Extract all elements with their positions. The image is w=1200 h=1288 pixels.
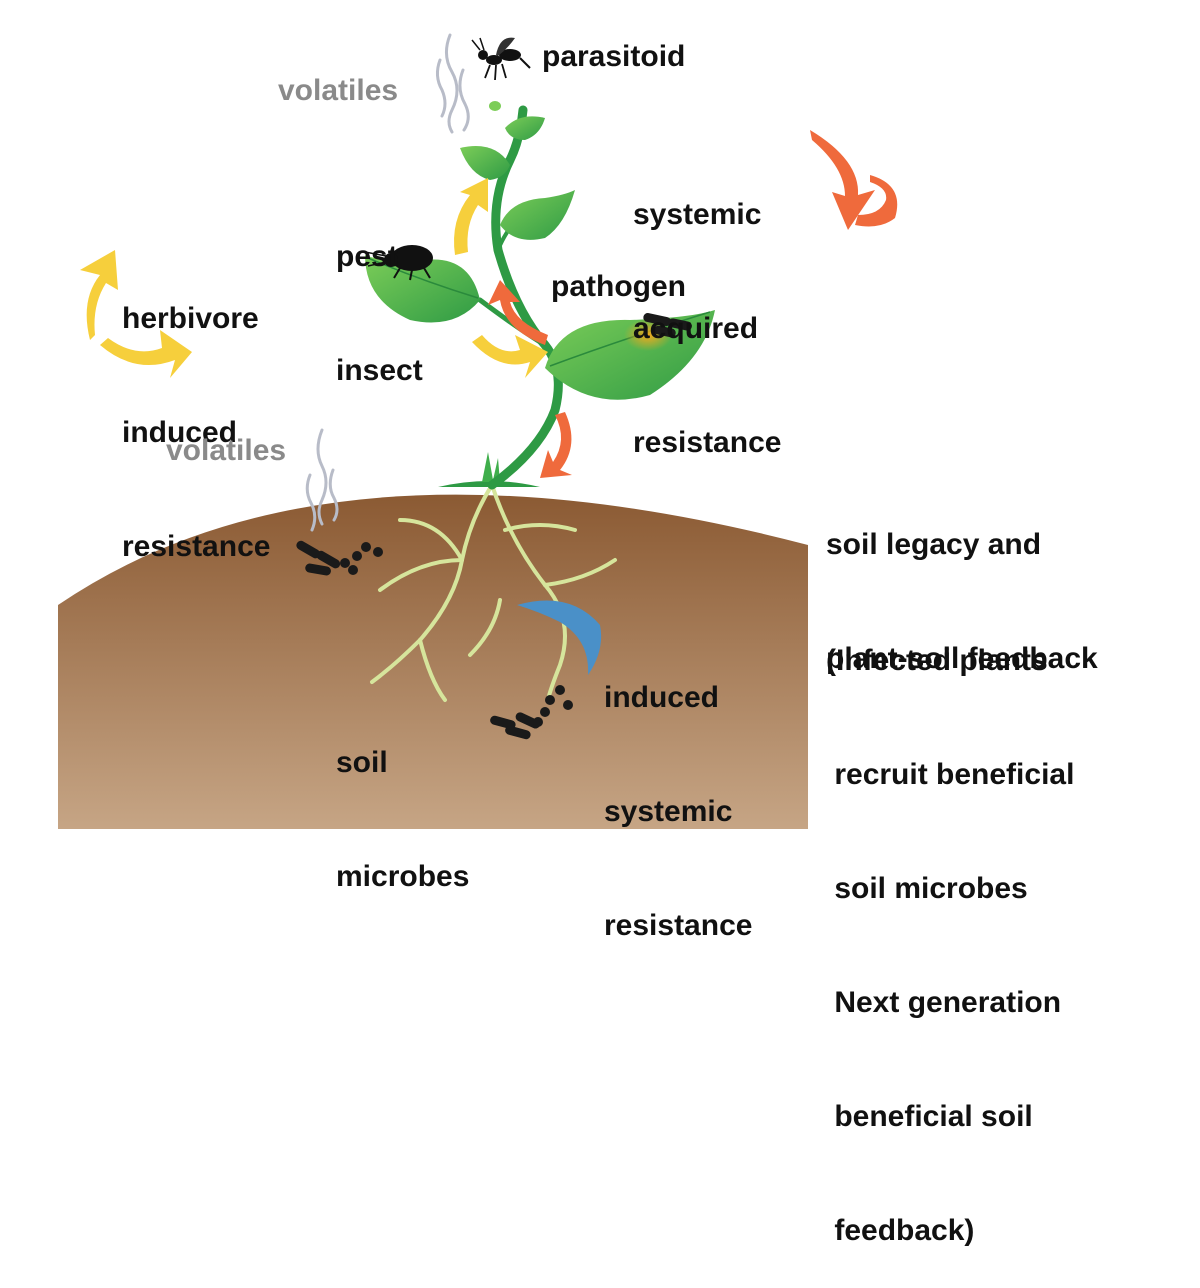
volatiles-wisps-top [435, 33, 470, 134]
label-sar-line-1: systemic [633, 198, 762, 231]
beetle-icon [364, 245, 433, 281]
label-infected-line-1: (Infected plants [826, 644, 1048, 677]
label-volatiles-soil: volatiles [166, 434, 287, 467]
herbivore-arrow-stem-up [454, 178, 488, 255]
label-pathogen: pathogen [551, 270, 686, 303]
label-soil-legacy: soil legacy and plant-soil feedback [826, 450, 1098, 716]
label-pest-insect: pest insect [336, 162, 423, 428]
label-systemic-acquired-resistance: systemic acquired resistance [633, 120, 781, 500]
wasp-icon [471, 37, 531, 81]
label-soil-microbes-line-2: microbes [336, 860, 470, 893]
herbivore-arrow-left-down [100, 330, 192, 378]
label-sar-line-3: resistance [633, 426, 782, 459]
label-infected-line-5: beneficial soil [826, 1100, 1033, 1133]
herbivore-arrow-left-up [80, 250, 118, 340]
label-infected-plants-note: (Infected plants recruit beneficial soil… [826, 566, 1074, 1288]
label-infected-line-3: soil microbes [826, 872, 1028, 905]
label-soil-microbes-line-1: soil [336, 746, 388, 779]
label-herbivore-line-3: resistance [122, 530, 271, 563]
induced-systemic-arrow [517, 600, 602, 675]
label-isr-line-1: induced [604, 681, 720, 714]
pathogen-bacteria [643, 313, 692, 338]
grass-blades [482, 452, 500, 482]
label-soil-microbes: soil microbes [336, 668, 469, 934]
label-soil-legacy-line-1: soil legacy and [826, 528, 1042, 561]
herbivore-arrow-stem-down [472, 335, 548, 378]
soil-microbes-cluster-left [296, 540, 383, 576]
label-volatiles-top: volatiles [278, 74, 399, 107]
label-isr-line-3: resistance [604, 909, 753, 942]
label-herbivore-induced-resistance: herbivore induced resistance [122, 224, 270, 604]
sar-arrow-stem-lower [540, 412, 572, 478]
volatiles-wisps-soil [305, 428, 339, 532]
sar-arrow-stem-upper [488, 280, 548, 345]
label-induced-systemic-resistance: induced systemic resistance [604, 603, 752, 983]
label-sar-line-2: acquired [633, 312, 759, 345]
leaf-top [489, 101, 545, 140]
label-pest-insect-line-2: insect [336, 354, 423, 387]
leaf-pest [365, 255, 480, 323]
label-isr-line-2: systemic [604, 795, 733, 828]
label-herbivore-line-1: herbivore [122, 302, 259, 335]
sar-arrow-upper-right-lower [855, 175, 898, 227]
label-infected-line-4: Next generation [826, 986, 1062, 1019]
soil-microbes-cluster-right [490, 685, 573, 740]
label-infected-line-2: recruit beneficial [826, 758, 1075, 791]
leaf-mid [500, 190, 575, 240]
label-soil-legacy-line-2: plant-soil feedback [826, 642, 1098, 675]
leaf-upper-left [460, 146, 510, 180]
soil-mound [58, 494, 808, 829]
label-infected-line-6: feedback) [826, 1214, 975, 1247]
label-pest-insect-line-1: pest [336, 240, 398, 273]
label-herbivore-line-2: induced [122, 416, 238, 449]
label-parasitoid: parasitoid [542, 40, 686, 73]
sar-arrow-upper-right [810, 130, 875, 230]
